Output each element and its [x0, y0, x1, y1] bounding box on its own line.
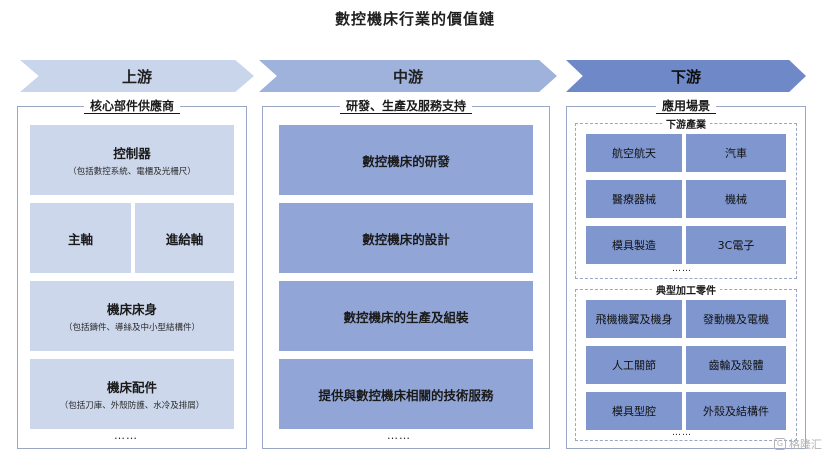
watermark-text: 格隆汇	[789, 438, 822, 451]
accessories-label: 機床配件	[106, 380, 157, 395]
parts-ellipsis: ……	[672, 428, 692, 438]
feed-axis-box: 進給軸	[135, 203, 234, 273]
midstream-item-label: 數控機床的生產及組裝	[343, 309, 469, 325]
stage-midstream: 中游	[259, 60, 557, 92]
watermark-logo-icon: G	[774, 438, 786, 450]
midstream-item: 提供與數控機床相關的技術服務	[279, 359, 533, 429]
stage-downstream: 下游	[566, 60, 806, 92]
industry-item: 3C電子	[686, 226, 786, 264]
industries-ellipsis: ……	[672, 264, 692, 274]
controller-label: 控制器	[113, 146, 151, 161]
downstream-panel: 應用場景 下游產業 航空航天 汽車 醫療器械 機械 模具製造 3C電子 …… 典…	[566, 99, 806, 449]
part-item: 齒輪及殼體	[686, 346, 786, 384]
midstream-item-label: 數控機床的設計	[362, 231, 450, 247]
watermark: G 格隆汇	[774, 436, 822, 452]
midstream-item: 數控機床的研發	[279, 125, 533, 195]
part-item: 模具型腔	[586, 392, 682, 430]
downstream-heading: 應用場景	[655, 99, 716, 114]
midstream-item-label: 提供與數控機床相關的技術服務	[318, 387, 494, 403]
stage-upstream: 上游	[20, 60, 254, 92]
feed-axis-label: 進給軸	[165, 231, 204, 247]
controller-box: 控制器 （包括數控系統、電櫃及光柵尺）	[30, 125, 234, 195]
industries-heading: 下游產業	[662, 120, 710, 131]
part-item: 外殼及結構件	[686, 392, 786, 430]
part-item: 發動機及電機	[686, 300, 786, 338]
bed-note: （包括鑄件、導絲及中小型結構件）	[63, 323, 200, 333]
bed-box: 機床床身 （包括鑄件、導絲及中小型結構件）	[30, 281, 234, 351]
controller-note: （包括數控系統、電櫃及光柵尺）	[68, 167, 196, 177]
part-item: 飛機機翼及機身	[586, 300, 682, 338]
accessories-box: 機床配件 （包括刀庫、外殼防護、水冷及排屑）	[30, 359, 234, 429]
accessories-note: （包括刀庫、外殼防護、水冷及排屑）	[59, 401, 205, 411]
midstream-heading: 研發、生產及服務支持	[339, 99, 472, 114]
midstream-item: 數控機床的生產及組裝	[279, 281, 533, 351]
midstream-ellipsis: ……	[387, 429, 411, 442]
upstream-panel: 核心部件供應商 控制器 （包括數控系統、電櫃及光柵尺） 主軸 進給軸 機床床身 …	[17, 99, 247, 449]
industries-group: 下游產業 航空航天 汽車 醫療器械 機械 模具製造 3C電子 ……	[575, 120, 797, 279]
industry-item: 模具製造	[586, 226, 682, 264]
upstream-heading: 核心部件供應商	[83, 99, 180, 114]
bed-label: 機床床身	[106, 302, 157, 317]
part-item: 人工關節	[586, 346, 682, 384]
parts-heading: 典型加工零件	[652, 286, 720, 297]
spindle-box: 主軸	[30, 203, 131, 273]
upstream-ellipsis: ……	[114, 429, 138, 442]
industry-item: 航空航天	[586, 134, 682, 172]
industry-item: 汽車	[686, 134, 786, 172]
midstream-item-label: 數控機床的研發	[362, 153, 450, 169]
midstream-panel: 研發、生產及服務支持 數控機床的研發 數控機床的設計 數控機床的生產及組裝 提供…	[262, 99, 550, 449]
midstream-item: 數控機床的設計	[279, 203, 533, 273]
spindle-label: 主軸	[67, 231, 93, 247]
industry-item: 機械	[686, 180, 786, 218]
industry-item: 醫療器械	[586, 180, 682, 218]
parts-group: 典型加工零件 飛機機翼及機身 發動機及電機 人工關節 齒輪及殼體 模具型腔 外殼…	[575, 286, 797, 441]
diagram-title: 數控機床行業的價值鏈	[334, 10, 495, 28]
